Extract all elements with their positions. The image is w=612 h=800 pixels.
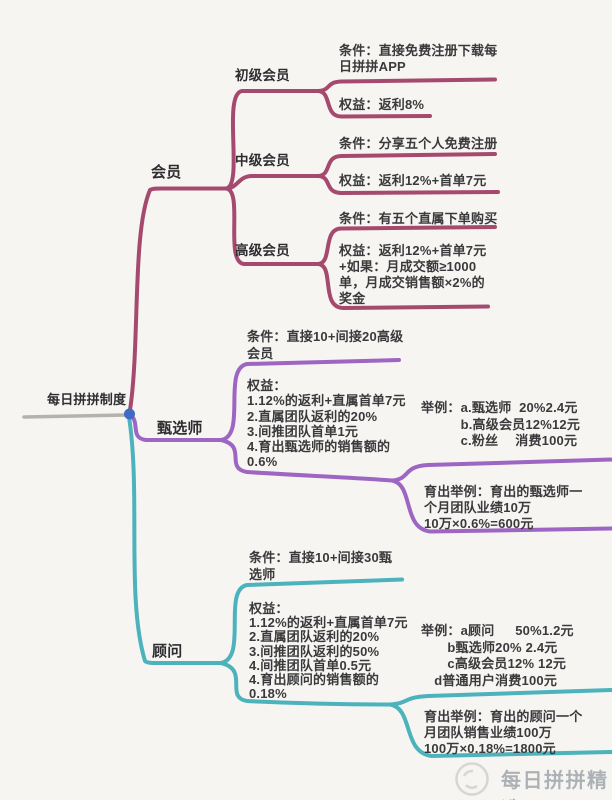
advisor-branch-label: 顾问 [152,643,183,660]
selector-example-line [390,457,612,483]
advisor-example-text: 举例：a顾问 50%1.2元 b甄选师20% 2.4元 c高级会员12% 12元… [421,623,574,688]
junior-benefit-text: 权益：返利8% [339,97,425,112]
senior-condition-line [316,225,497,266]
middle-member-label: 中级会员 [235,153,290,168]
senior-condition-text: 条件：有五个直属下单购买 [339,211,498,226]
selector-breed-line [390,478,612,534]
selector-benefit-text: 权益： 1.12%的返利+直属首单7元 2.直属团队返利的20% 3.间推团队首… [247,378,406,470]
branch-member-lines [128,77,500,412]
advisor-benefit-text: 权益： 1.12%的返利+直属首单7元 2.直属团队返利的20% 3.间推团队返… [249,601,408,702]
root-node-label: 每日拼拼制度 [47,392,127,407]
middle-benefit-text: 权益：返利12%+首单7元 [339,173,487,188]
member-branch-label: 会员 [151,164,182,181]
advisor-trunk-line [127,415,223,665]
advisor-breed-line [388,702,612,759]
selector-branch-label: 甄选师 [157,420,203,437]
advisor-example-line [388,688,612,707]
member-senior-line [224,186,320,266]
advisor-condition-text: 条件：直接10+间接30甄 选师 [249,550,393,582]
middle-condition-text: 条件：分享五个人免费注册 [339,136,498,151]
senior-member-label: 高级会员 [235,243,290,258]
selector-condition-line [219,358,401,442]
middle-benefit-line [316,174,500,196]
senior-benefit-text: 权益：返利12%+首单7元 +如果：月成交额≥1000 单，月成交销售额×2%的… [339,243,487,306]
member-junior-line [224,89,320,191]
junior-benefit-line [316,89,432,119]
senior-benefit-line [316,262,490,311]
branch-advisor-lines [127,415,612,759]
root-junction-dot [124,408,135,420]
junior-condition-line [316,77,497,93]
root-underline [22,413,128,419]
member-trunk-line [128,186,228,412]
watermark-logo-icon [455,762,489,796]
advisor-condition-line [219,577,404,665]
selector-condition-text: 条件：直接10+间接20高级 会员 [247,329,404,361]
member-middle-line [224,174,320,191]
advisor-benefit-line [219,661,392,707]
advisor-breed-example-text: 育出举例：育出的顾问一个 月团队销售业绩100万 100万×0.18%=1800… [424,709,583,756]
selector-example-text: 举例：a.甄选师 20%2.4元 b.高级会员12%12元 c.粉丝 消费100… [421,400,581,448]
selector-breed-example-text: 育出举例：育出的甄选师一 个月团队业绩10万 10万×0.6%=600元 [424,484,583,531]
selector-benefit-line [219,438,394,483]
junior-member-label: 初级会员 [235,68,290,83]
watermark-text: 每日拼拼精选 [501,770,609,800]
junior-condition-text: 条件：直接免费注册下载每 日拼拼APP [339,43,498,74]
